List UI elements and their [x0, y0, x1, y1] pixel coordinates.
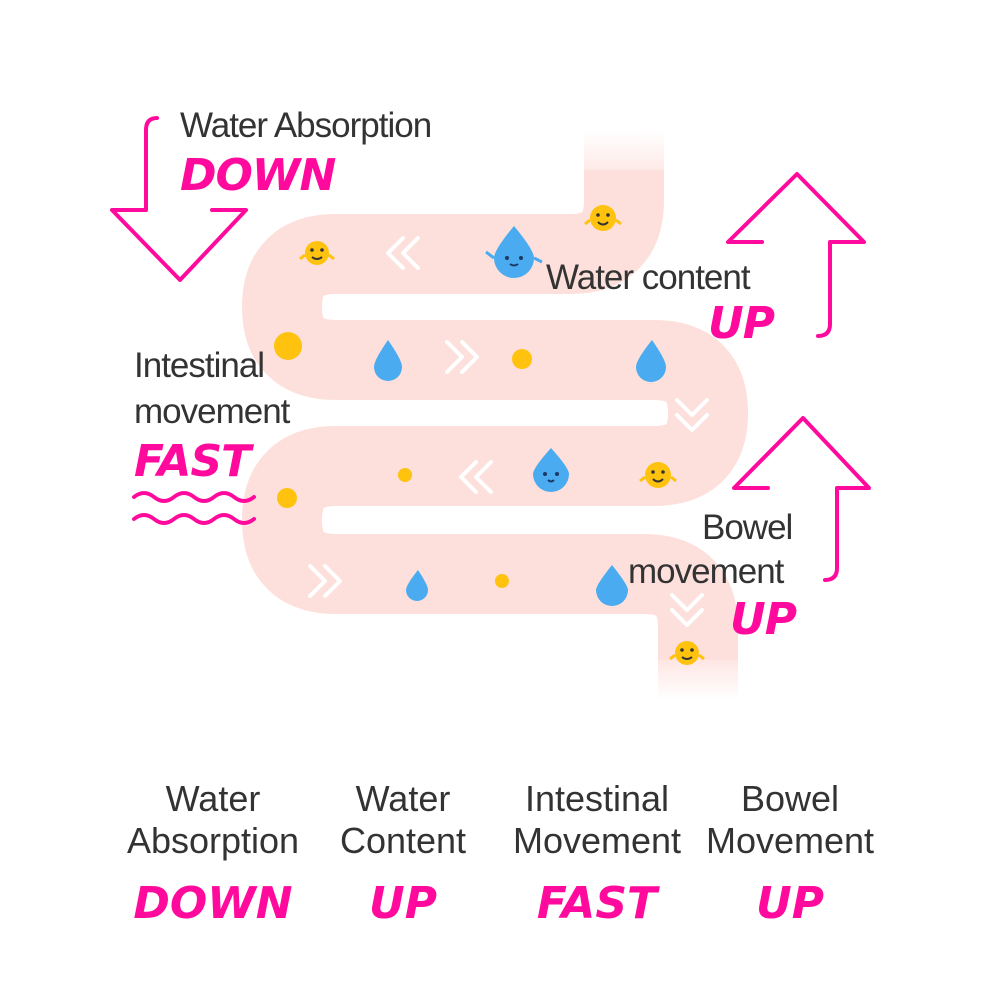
summary-value: UP: [369, 878, 437, 929]
yellow-dot-icon: [495, 574, 509, 588]
summary-line2: Content: [339, 820, 467, 861]
bowel-movement-label-line2: movement: [628, 552, 784, 591]
chevron-right-icon: [308, 564, 342, 598]
bowel-movement-label-line1: Bowel: [702, 508, 793, 547]
smiley-bacteria-icon: [584, 205, 622, 231]
water-content-value: UP: [708, 298, 775, 349]
water-drop-icon: [596, 565, 628, 606]
summary-value: UP: [756, 878, 824, 929]
summary-line2: Movement: [705, 820, 875, 861]
chevron-down-icon: [670, 593, 704, 627]
summary-line1: Bowel: [740, 778, 840, 819]
summary-water-content: Water Content UP: [303, 778, 503, 929]
down-arrow-icon: [110, 116, 248, 282]
chevron-right-icon: [445, 340, 479, 374]
smiley-bacteria-icon: [639, 462, 677, 488]
intestinal-movement-label-line1: Intestinal: [134, 346, 265, 385]
smiling-water-drop-icon: [485, 226, 543, 278]
chevron-left-icon: [386, 236, 420, 270]
chevron-left-icon: [459, 460, 493, 494]
wave-icon: [132, 491, 256, 503]
summary-intestinal-movement: Intestinal Movement FAST: [497, 778, 697, 929]
water-absorption-label: Water Absorption: [180, 106, 432, 145]
intestinal-movement-value: FAST: [134, 436, 251, 487]
yellow-dot-icon: [398, 468, 412, 482]
water-content-label: Water content: [546, 258, 751, 297]
intestine-tube: [242, 130, 748, 700]
smiley-bacteria-icon: [669, 641, 705, 665]
chevron-down-icon: [675, 398, 709, 432]
summary-line1: Water: [355, 778, 451, 819]
summary-line2: Absorption: [126, 820, 300, 861]
summary-line1: Water: [165, 778, 261, 819]
intestinal-movement-label-line2: movement: [134, 392, 290, 431]
bowel-movement-value: UP: [730, 594, 797, 645]
yellow-dot-icon: [277, 488, 297, 508]
smiling-water-drop-icon: [533, 448, 569, 492]
water-drop-icon: [406, 570, 428, 601]
yellow-dot-icon: [512, 349, 532, 369]
up-arrow-icon: [726, 172, 866, 338]
summary-value: FAST: [536, 878, 658, 929]
summary-value: DOWN: [133, 878, 293, 929]
summary-line1: Intestinal: [524, 778, 670, 819]
up-arrow-icon: [732, 416, 871, 582]
summary-bowel-movement: Bowel Movement UP: [690, 778, 890, 929]
yellow-dot-icon: [274, 332, 302, 360]
smiley-bacteria-icon: [299, 241, 335, 265]
water-drop-icon: [374, 340, 402, 381]
summary-water-absorption: Water Absorption DOWN: [113, 778, 313, 929]
water-absorption-value: DOWN: [180, 150, 336, 201]
wave-icon: [132, 513, 256, 525]
summary-line2: Movement: [512, 820, 682, 861]
water-drop-icon: [636, 340, 666, 382]
